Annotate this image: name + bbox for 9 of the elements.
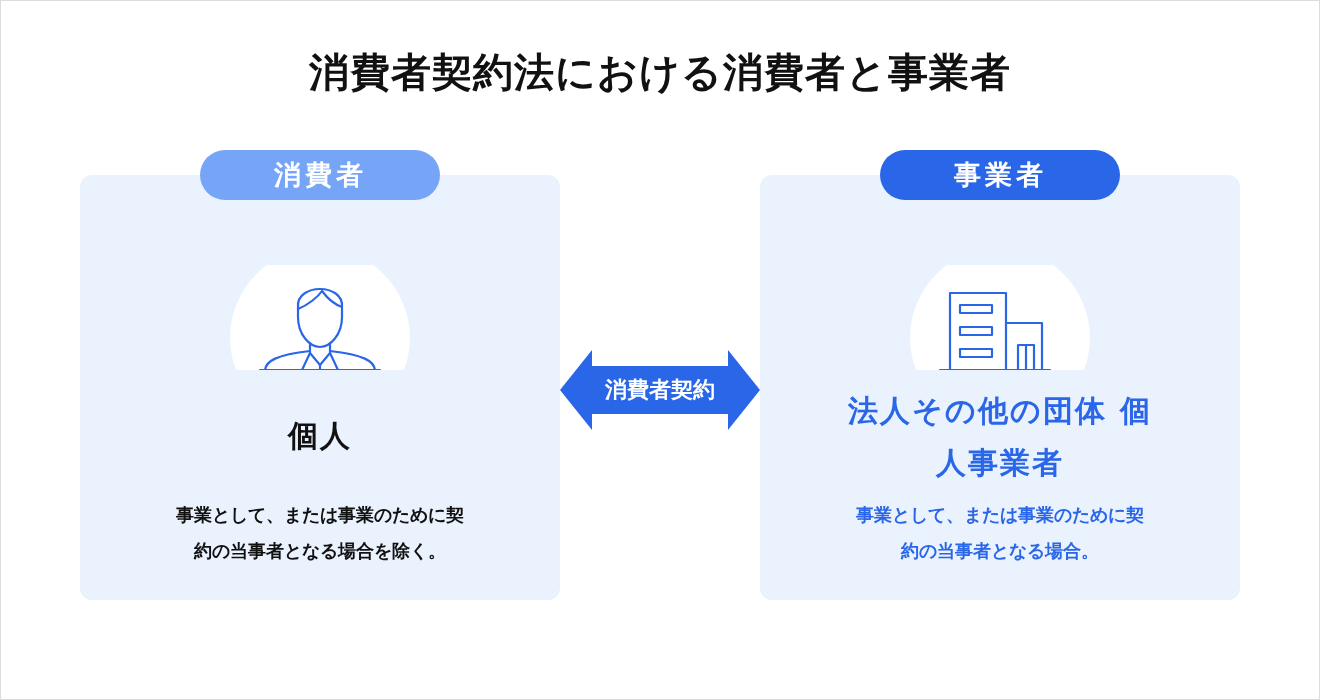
heading-pill: 消費者: [200, 150, 440, 200]
edge-label: 消費者契約: [604, 376, 716, 404]
description-text: 事業として、または事業のために契約の当事者となる場合を除く。: [175, 503, 465, 563]
heading-pill: 事業者: [880, 150, 1120, 200]
title: 消費者契約法における消費者と事業者: [308, 48, 1012, 97]
double-arrow: [560, 350, 760, 430]
name-text: 個人: [286, 417, 353, 455]
description-text: 事業として、または事業のために契約の当事者となる場合。: [855, 503, 1145, 563]
name-text: 法人その他の団体 個人事業者: [847, 392, 1153, 482]
